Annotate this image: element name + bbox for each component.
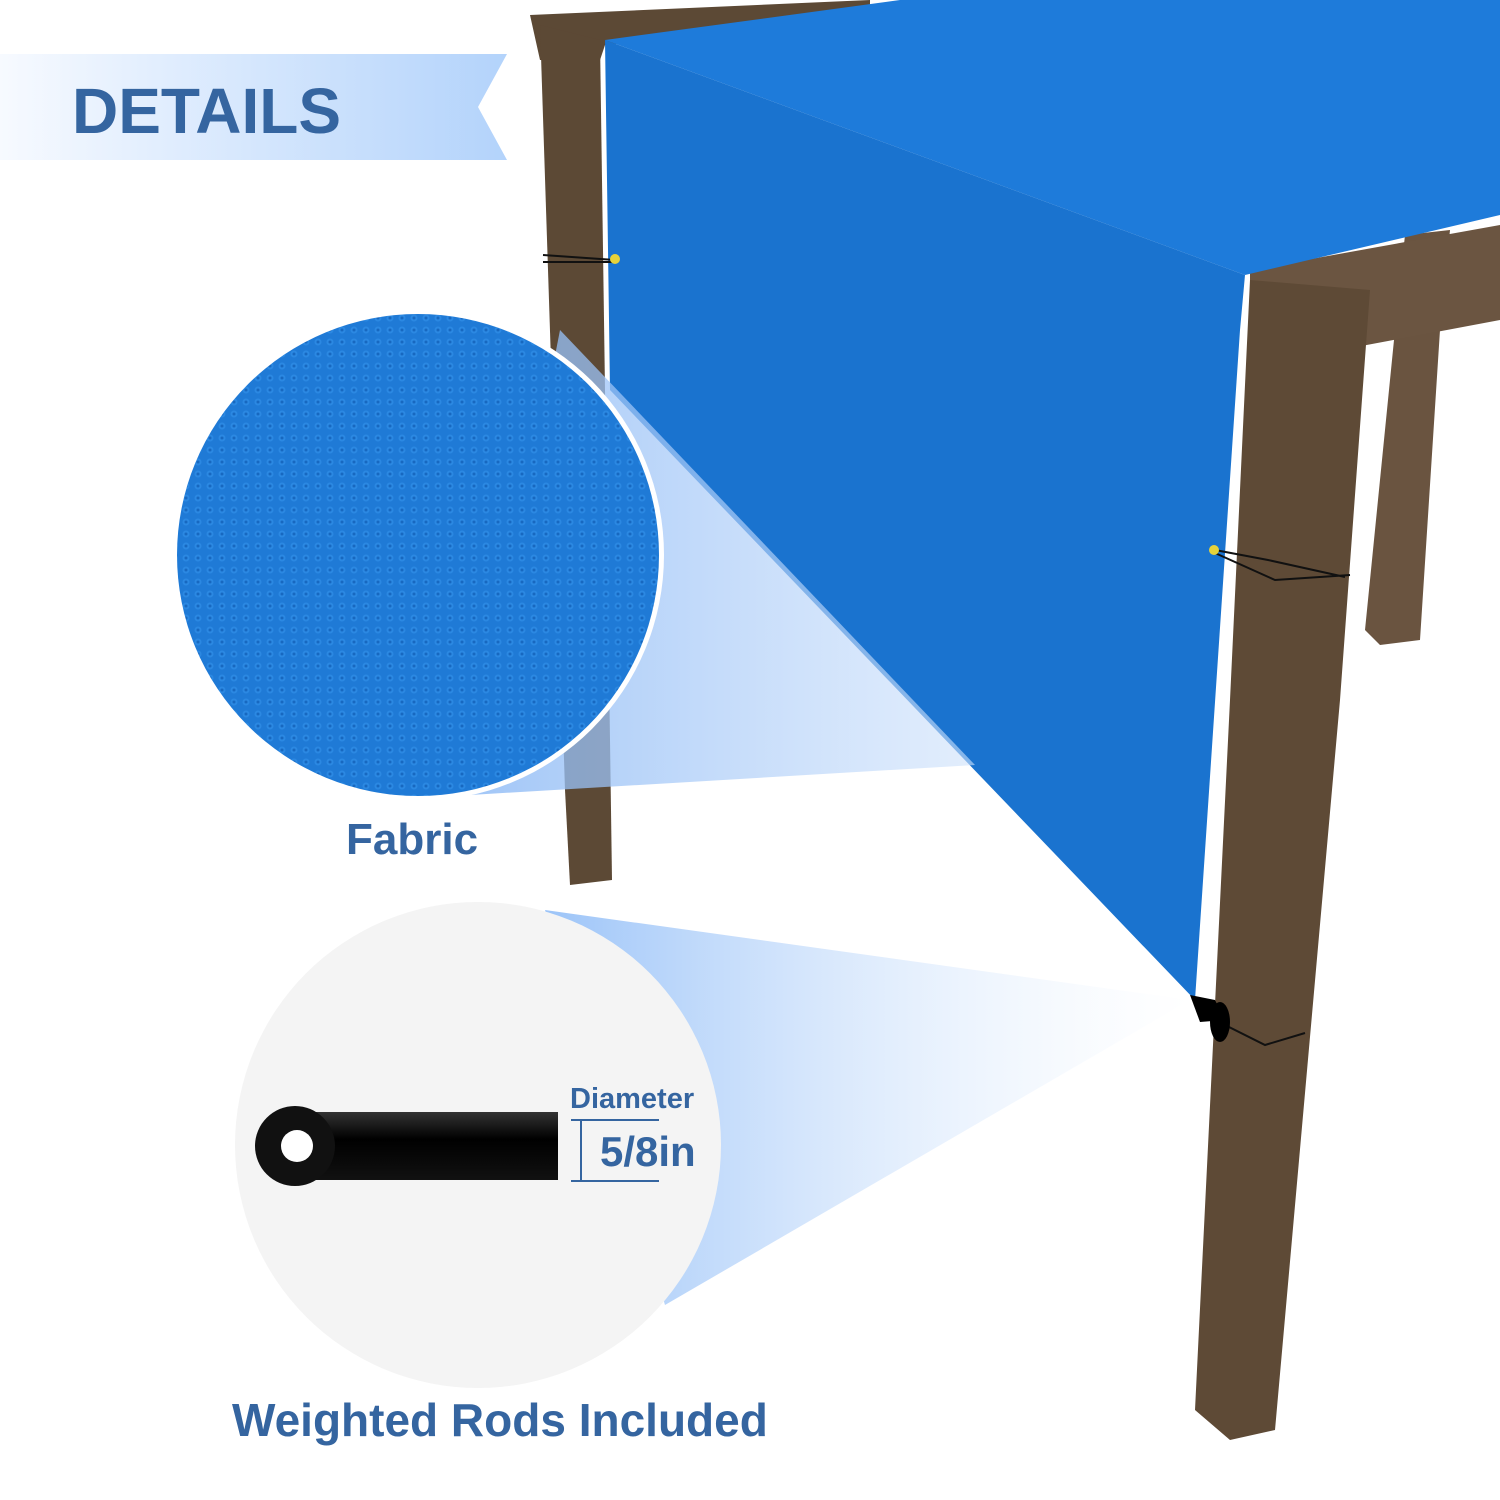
wooden-frame bbox=[530, 0, 1500, 1440]
shade-fabric bbox=[605, 0, 1500, 1000]
banner-title: DETAILS bbox=[72, 75, 342, 147]
weighted-rod-icon bbox=[255, 1106, 558, 1186]
grommet-ties bbox=[542, 254, 1351, 1047]
diameter-label: Diameter bbox=[570, 1083, 695, 1115]
banner-ribbon bbox=[0, 54, 507, 160]
fabric-label: Fabric bbox=[346, 815, 479, 864]
diameter-dimension-icon bbox=[571, 1119, 659, 1182]
weighted-rods-label: Weighted Rods Included bbox=[232, 1394, 768, 1446]
grommet-icon bbox=[1209, 545, 1219, 555]
grommet-icon bbox=[610, 254, 620, 264]
fabric-closeup bbox=[177, 314, 659, 796]
diameter-value: 5/8in bbox=[600, 1128, 696, 1175]
